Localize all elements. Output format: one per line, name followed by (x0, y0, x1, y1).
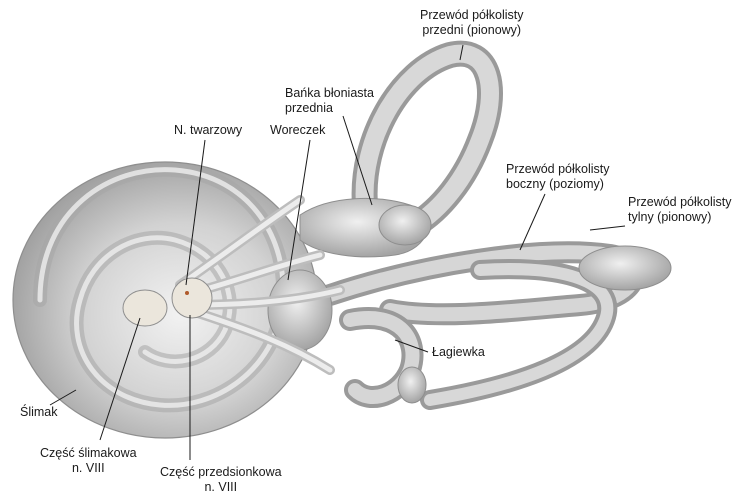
label-cochlea: Ślimak (20, 405, 58, 419)
leader-lines (49, 44, 626, 460)
anterior-canal-shape (351, 40, 503, 238)
label-anterior-canal: Przewód półkolisty przedni (pionowy) (420, 8, 524, 37)
label-utricle: Łagiewka (432, 345, 485, 359)
label-saccule: Woreczek (270, 123, 326, 137)
label-posterior-canal: Przewód półkolisty tylny (pionowy) (628, 195, 732, 224)
vestibulocochlear-nerve-shape (122, 195, 345, 375)
label-cochlear-part: Część ślimakowa n. VIII (40, 446, 137, 475)
label-lateral-canal: Przewód półkolisty boczny (poziomy) (506, 162, 610, 191)
label-facial-nerve: N. twarzowy (174, 123, 243, 137)
vestibule-shape (267, 198, 432, 408)
posterior-canal-shape (420, 245, 672, 410)
label-vestibular-part: Część przedsionkowa n. VIII (160, 465, 282, 494)
label-anterior-ampulla: Bańka błoniasta przednia (285, 86, 374, 115)
